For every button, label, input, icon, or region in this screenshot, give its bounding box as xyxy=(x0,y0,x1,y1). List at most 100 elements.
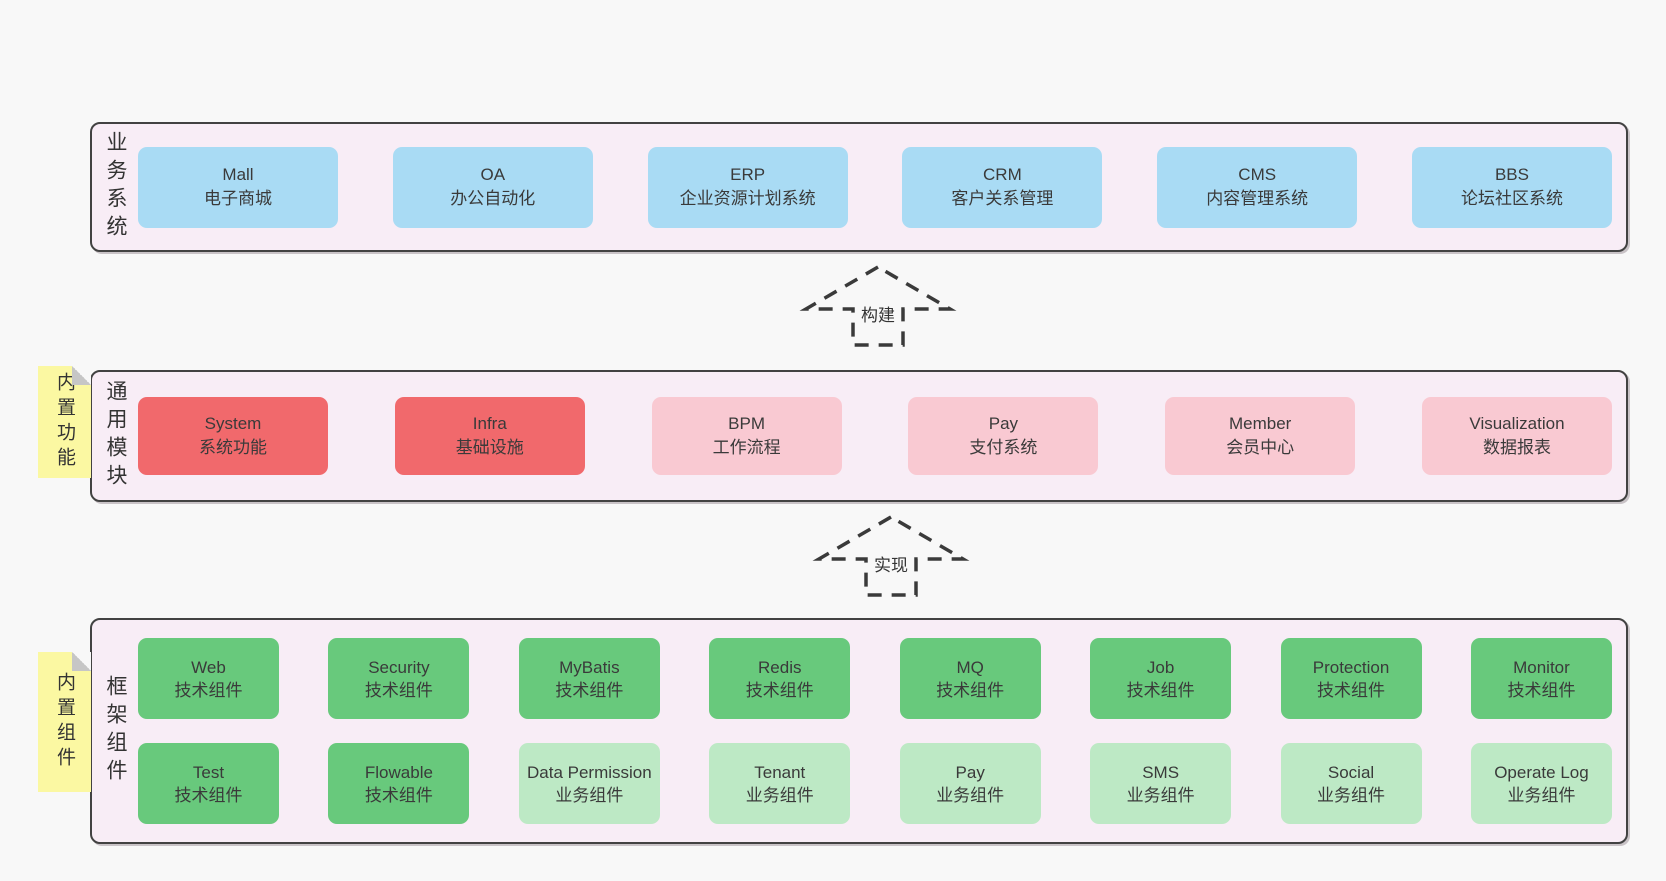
box-desc: 技术组件 xyxy=(364,785,433,805)
box-pay: Pay 支付系统 xyxy=(908,397,1099,475)
box-desc: 业务组件 xyxy=(555,785,624,805)
box-desc: 办公自动化 xyxy=(450,189,536,208)
box-desc: 技术组件 xyxy=(1507,680,1576,700)
layer-label-framework-components: 框架组件 xyxy=(104,675,127,787)
box-desc: 技术组件 xyxy=(174,680,243,700)
box-desc: 工作流程 xyxy=(712,438,781,457)
folded-corner-icon xyxy=(72,652,91,671)
box-security: Security 技术组件 xyxy=(328,638,470,719)
box-desc: 技术组件 xyxy=(936,680,1005,700)
box-desc: 会员中心 xyxy=(1226,438,1295,457)
arrow-build-label: 构建 xyxy=(857,300,899,327)
box-name: Infra xyxy=(472,414,507,433)
box-name: Data Permission xyxy=(526,762,652,782)
box-mybatis: MyBatis 技术组件 xyxy=(518,638,660,719)
arrow-up-icon xyxy=(812,514,970,597)
box-name: Mall xyxy=(222,165,254,184)
box-name: Social xyxy=(1327,762,1375,782)
box-desc: 业务组件 xyxy=(936,785,1005,805)
box-sms: SMS 业务组件 xyxy=(1090,743,1232,824)
box-flowable: Flowable 技术组件 xyxy=(328,743,470,824)
box-mq: MQ 技术组件 xyxy=(899,638,1041,719)
box-desc: 论坛社区系统 xyxy=(1460,189,1563,208)
box-name: Member xyxy=(1229,414,1292,433)
sticky-note-text: 内置组件 xyxy=(54,672,75,772)
box-name: Job xyxy=(1146,657,1175,677)
box-web: Web 技术组件 xyxy=(138,638,279,719)
arrow-build: 构建 xyxy=(799,264,957,348)
box-name: MyBatis xyxy=(559,657,620,677)
box-name: Web xyxy=(191,657,226,677)
box-name: Monitor xyxy=(1513,657,1570,677)
box-name: Tenant xyxy=(754,762,806,782)
box-name: Operate Log xyxy=(1494,762,1589,782)
box-desc: 技术组件 xyxy=(745,680,814,700)
box-desc: 技术组件 xyxy=(1317,680,1386,700)
box-desc: 电子商城 xyxy=(204,189,272,208)
box-name: SMS xyxy=(1142,762,1180,782)
box-pay: Pay 业务组件 xyxy=(899,743,1041,824)
box-desc: 技术组件 xyxy=(1126,680,1195,700)
box-desc: 技术组件 xyxy=(555,680,624,700)
box-member: Member 会员中心 xyxy=(1165,397,1356,475)
box-name: CMS xyxy=(1238,165,1277,184)
box-name: MQ xyxy=(956,657,984,677)
box-desc: 业务组件 xyxy=(1317,785,1386,805)
box-name: OA xyxy=(480,165,506,184)
sticky-note-text: 内置功能 xyxy=(54,372,75,472)
box-desc: 业务组件 xyxy=(1507,785,1576,805)
box-mall: Mall 电子商城 xyxy=(138,146,338,228)
box-name: Test xyxy=(192,762,225,782)
box-operate-log: Operate Log 业务组件 xyxy=(1470,743,1612,824)
box-oa: OA 办公自动化 xyxy=(392,146,593,228)
box-monitor: Monitor 技术组件 xyxy=(1470,638,1612,719)
sticky-note-builtin-components: 内置组件 xyxy=(38,652,91,792)
box-name: Protection xyxy=(1312,657,1390,677)
box-name: Flowable xyxy=(364,762,433,782)
box-social: Social 业务组件 xyxy=(1280,743,1422,824)
box-bpm: BPM 工作流程 xyxy=(651,397,842,475)
box-tenant: Tenant 业务组件 xyxy=(709,743,851,824)
box-data-permission: Data Permission 业务组件 xyxy=(518,743,660,824)
box-name: Pay xyxy=(988,414,1019,433)
box-job: Job 技术组件 xyxy=(1090,638,1232,719)
box-bbs: BBS 论坛社区系统 xyxy=(1411,146,1612,228)
box-name: Pay xyxy=(955,762,985,782)
box-protection: Protection 技术组件 xyxy=(1280,638,1422,719)
box-desc: 业务组件 xyxy=(1126,785,1195,805)
box-desc: 系统功能 xyxy=(199,438,267,457)
box-infra: Infra 基础设施 xyxy=(394,397,585,475)
layer-label-business-systems: 业务系统 xyxy=(104,131,127,243)
layer-label-common-modules: 通用模块 xyxy=(104,380,127,492)
folded-corner-icon xyxy=(72,366,91,385)
box-desc: 技术组件 xyxy=(174,785,243,805)
layer-framework-components: 框架组件 Web 技术组件 Security 技术组件 MyBatis 技术组件 Redis… xyxy=(90,618,1628,844)
box-name: Security xyxy=(368,657,430,677)
box-desc: 技术组件 xyxy=(364,680,433,700)
box-desc: 基础设施 xyxy=(455,438,524,457)
arrow-up-icon xyxy=(799,264,957,347)
box-name: Redis xyxy=(758,657,802,677)
arrow-implement-label: 实现 xyxy=(870,550,912,577)
box-name: BBS xyxy=(1494,165,1529,184)
box-desc: 业务组件 xyxy=(745,785,814,805)
arrow-implement: 实现 xyxy=(812,514,970,598)
box-name: CRM xyxy=(983,165,1022,184)
box-name: BPM xyxy=(728,414,766,433)
box-desc: 支付系统 xyxy=(969,438,1038,457)
box-desc: 数据报表 xyxy=(1482,438,1551,457)
